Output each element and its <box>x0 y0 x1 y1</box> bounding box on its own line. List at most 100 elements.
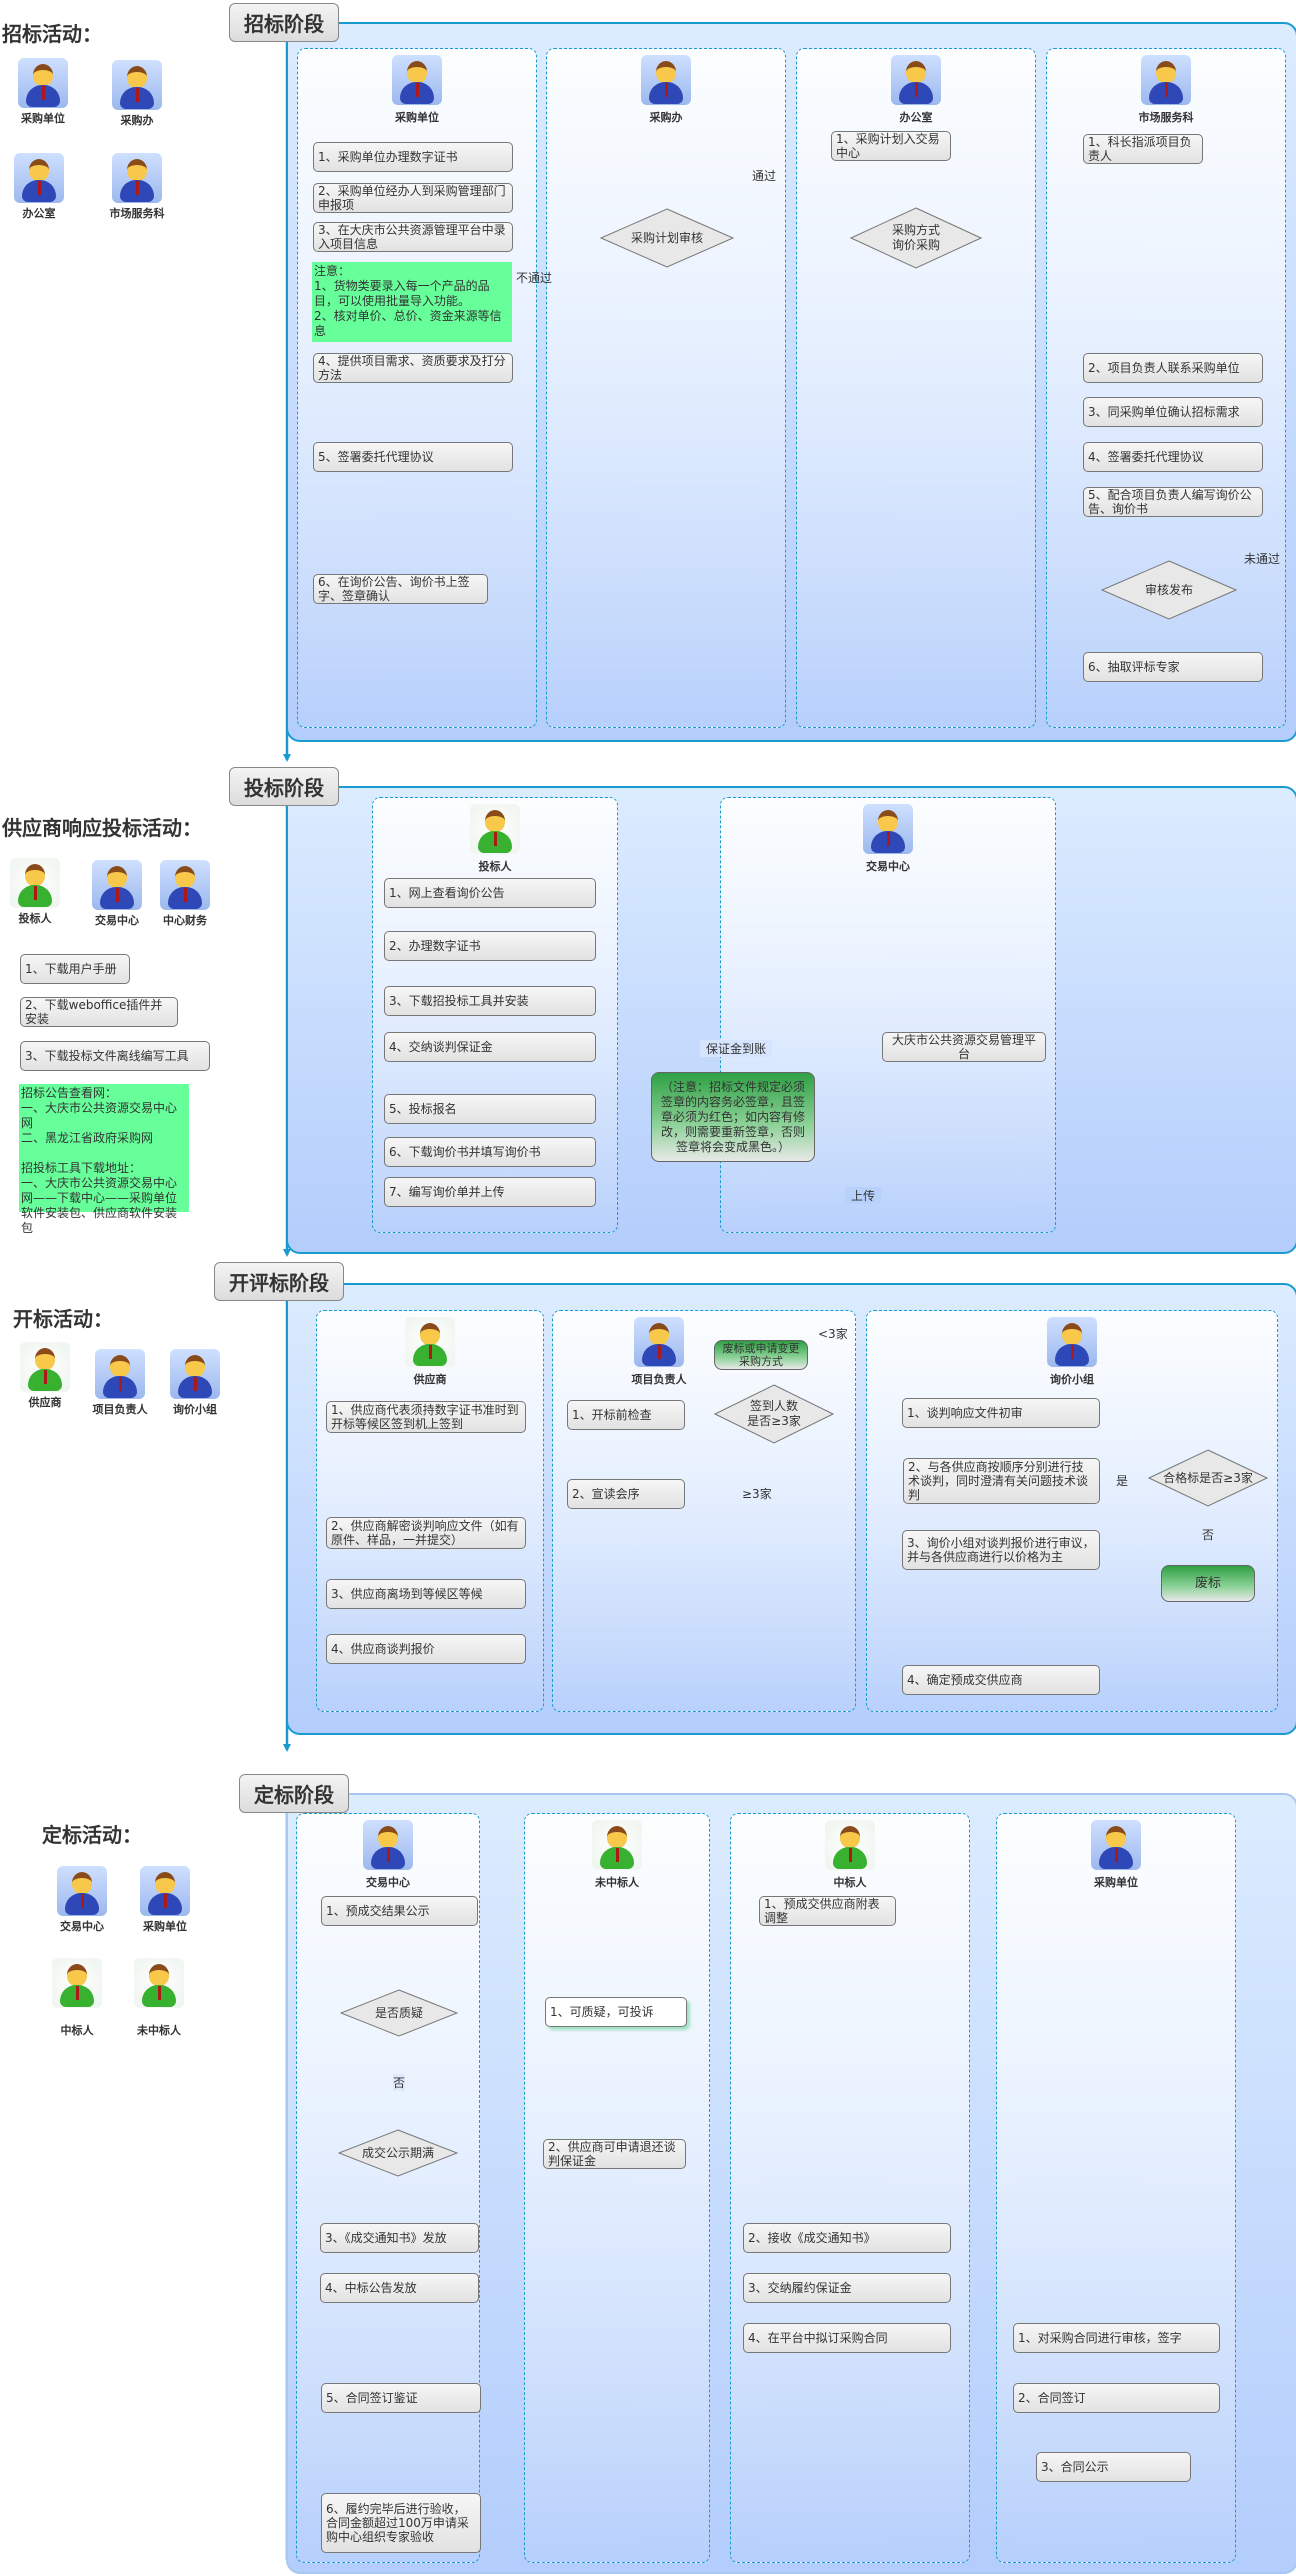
step-box[interactable]: 4、中标公告发放 <box>320 2273 479 2303</box>
decision-qualified[interactable]: 合格标是否≥3家 <box>1148 1449 1268 1507</box>
step-box[interactable]: 7、编写询价单并上传 <box>384 1177 596 1207</box>
person-icon <box>891 55 941 105</box>
person-icon <box>470 804 520 854</box>
side-actor: 交易中心 <box>82 860 152 928</box>
stage2-side-title: 供应商响应投标活动： <box>2 816 202 840</box>
step-box[interactable]: 4、供应商谈判报价 <box>326 1634 526 1664</box>
edge-label-fail: 不通过 <box>516 271 553 285</box>
decision-plan-review[interactable]: 采购计划审核 <box>600 208 734 268</box>
person-icon <box>52 1958 102 2008</box>
person-icon <box>1047 1317 1097 1367</box>
step-box[interactable]: 6、在询价公告、询价书上签字、签章确认 <box>313 574 488 604</box>
step-box[interactable]: 6、下载询价书并填写询价书 <box>384 1137 596 1167</box>
step-box[interactable]: 2、宣读会序 <box>567 1479 685 1509</box>
side-actor: 采购单位 <box>8 58 78 126</box>
step-box[interactable]: 4、提供项目需求、资质要求及打分方法 <box>313 353 513 383</box>
step-box[interactable]: 2、采购单位经办人到采购管理部门申报项 <box>313 183 513 213</box>
platform-box[interactable]: 大庆市公共资源交易管理平台 <box>882 1032 1046 1062</box>
step-box[interactable]: 3、合同公示 <box>1036 2452 1191 2482</box>
person-icon <box>363 1820 413 1870</box>
person-icon <box>20 1342 70 1392</box>
step-box[interactable]: 5、投标报名 <box>384 1094 596 1124</box>
step-box[interactable]: 1、采购单位办理数字证书 <box>313 142 513 172</box>
step-box[interactable]: 6、履约完毕后进行验收，合同金额超过100万申请采购中心组织专家验收 <box>321 2493 481 2553</box>
step-box[interactable]: 3、在大庆市公共资源管理平台中录入项目信息 <box>313 222 513 252</box>
step-box[interactable]: 3、交纳履约保证金 <box>743 2273 951 2303</box>
side-actor: 中心财务 <box>150 860 220 928</box>
step-box[interactable]: 2、供应商解密谈判响应文件（如有原件、样品，一并提交） <box>326 1517 526 1549</box>
step-box[interactable]: 4、在平台中拟订采购合同 <box>743 2323 951 2353</box>
stage3-side-title: 开标活动： <box>13 1307 113 1331</box>
person-icon <box>10 858 60 908</box>
person-icon <box>405 1317 455 1367</box>
lane-loser: 未中标人 <box>524 1813 710 2563</box>
step-box[interactable]: 3、同采购单位确认招标需求 <box>1083 397 1263 427</box>
step-box[interactable]: 2、与各供应商按顺序分别进行技术谈判，同时澄清有关问题技术谈判 <box>903 1458 1100 1504</box>
side-step[interactable]: 2、下载weboffice插件并安装 <box>20 997 178 1027</box>
person-icon <box>112 153 162 203</box>
stage4-side-title: 定标活动： <box>42 1823 142 1847</box>
step-box[interactable]: 1、谈判响应文件初审 <box>902 1398 1100 1428</box>
step-box[interactable]: 2、办理数字证书 <box>384 931 596 961</box>
step-box[interactable]: 3、《成交通知书》发放 <box>320 2223 479 2253</box>
edge-label-no: 否 <box>1202 1528 1215 1542</box>
note-box: 注意： 1、货物类要录入每一个产品的品目，可以使用批量导入功能。 2、核对单价、… <box>312 262 512 342</box>
lane-winner: 中标人 <box>730 1813 970 2563</box>
stage1-label: 招标阶段 <box>229 3 339 42</box>
stage2-label: 投标阶段 <box>229 767 339 806</box>
edge-label-lt3: <3家 <box>818 1327 848 1341</box>
side-step[interactable]: 1、下载用户手册 <box>20 954 130 984</box>
step-box[interactable]: 3、询价小组对谈判报价进行审议，并与各供应商进行以价格为主 <box>902 1530 1100 1570</box>
person-icon <box>641 55 691 105</box>
decision-signin-count[interactable]: 签到人数 是否≥3家 <box>714 1384 834 1444</box>
person-icon <box>1091 1820 1141 1870</box>
step-box[interactable]: 5、合同签订鉴证 <box>321 2383 481 2413</box>
person-icon <box>14 153 64 203</box>
step-box[interactable]: 1、预成交结果公示 <box>321 1896 478 1926</box>
decision-publish[interactable]: 审核发布 <box>1101 560 1237 620</box>
side-actor: 供应商 <box>10 1342 80 1410</box>
stage3-label: 开评标阶段 <box>214 1262 344 1301</box>
step-box[interactable]: 2、项目负责人联系采购单位 <box>1083 353 1263 383</box>
step-box[interactable]: 1、网上查看询价公告 <box>384 878 596 908</box>
step-box[interactable]: 1、开标前检查 <box>567 1400 685 1430</box>
step-box[interactable]: 1、对采购合同进行审核，签字 <box>1013 2323 1220 2353</box>
step-box[interactable]: 3、下载招投标工具并安装 <box>384 986 596 1016</box>
abolish-or-change-box[interactable]: 废标或申请变更采购方式 <box>714 1340 808 1370</box>
person-icon <box>634 1317 684 1367</box>
decision-publicity-expired[interactable]: 成交公示期满 <box>338 2129 458 2177</box>
side-actor: 中标人 <box>42 1958 112 2038</box>
step-box[interactable]: 1、供应商代表须持数字证书准时到开标等候区签到机上签到 <box>326 1401 526 1433</box>
step-box[interactable]: 4、签署委托代理协议 <box>1083 442 1263 472</box>
step-box[interactable]: 2、接收《成交通知书》 <box>743 2223 951 2253</box>
step-box[interactable]: 2、合同签订 <box>1013 2383 1220 2413</box>
step-box[interactable]: 1、预成交供应商附表调整 <box>759 1896 896 1926</box>
step-box[interactable]: 5、签署委托代理协议 <box>313 442 513 472</box>
lane-office: 办公室 <box>796 48 1036 728</box>
person-icon <box>134 1958 184 2008</box>
side-actor: 办公室 <box>4 153 74 221</box>
step-box[interactable]: 1、采购计划入交易中心 <box>831 131 951 161</box>
stage1-side-title: 招标活动： <box>2 22 102 46</box>
abolish-box[interactable]: 废标 <box>1161 1565 1255 1602</box>
step-box[interactable]: 1、科长指派项目负责人 <box>1083 134 1203 164</box>
decision-question[interactable]: 是否质疑 <box>340 1989 458 2037</box>
stage4-label: 定标阶段 <box>239 1774 349 1813</box>
person-icon <box>112 60 162 110</box>
step-box[interactable]: 5、配合项目负责人编写询价公告、询价书 <box>1083 487 1263 517</box>
side-note: 招标公告查看网： 一、大庆市公共资源交易中心网 二、黑龙江省政府采购网 招投标工… <box>19 1084 189 1235</box>
step-box[interactable]: 4、确定预成交供应商 <box>902 1665 1100 1695</box>
side-actor: 市场服务科 <box>102 153 172 221</box>
decision-method[interactable]: 采购方式 询价采购 <box>850 207 982 269</box>
edge-label-deposit: 保证金到账 <box>700 1040 773 1057</box>
edge-label-not-pass: 未通过 <box>1244 552 1281 566</box>
step-box[interactable]: 4、交纳谈判保证金 <box>384 1032 596 1062</box>
person-icon <box>392 55 442 105</box>
lane-trading-center: 交易中心 <box>296 1813 480 2563</box>
step-box[interactable]: 3、供应商离场到等候区等候 <box>326 1579 526 1609</box>
step-box[interactable]: 1、可质疑，可投诉 <box>545 1997 687 2027</box>
side-step[interactable]: 3、下载投标文件离线编写工具 <box>20 1041 210 1071</box>
side-actor: 采购办 <box>102 60 172 128</box>
step-box[interactable]: 6、抽取评标专家 <box>1083 652 1263 682</box>
step-box[interactable]: 2、供应商可申请退还谈判保证金 <box>543 2139 686 2169</box>
